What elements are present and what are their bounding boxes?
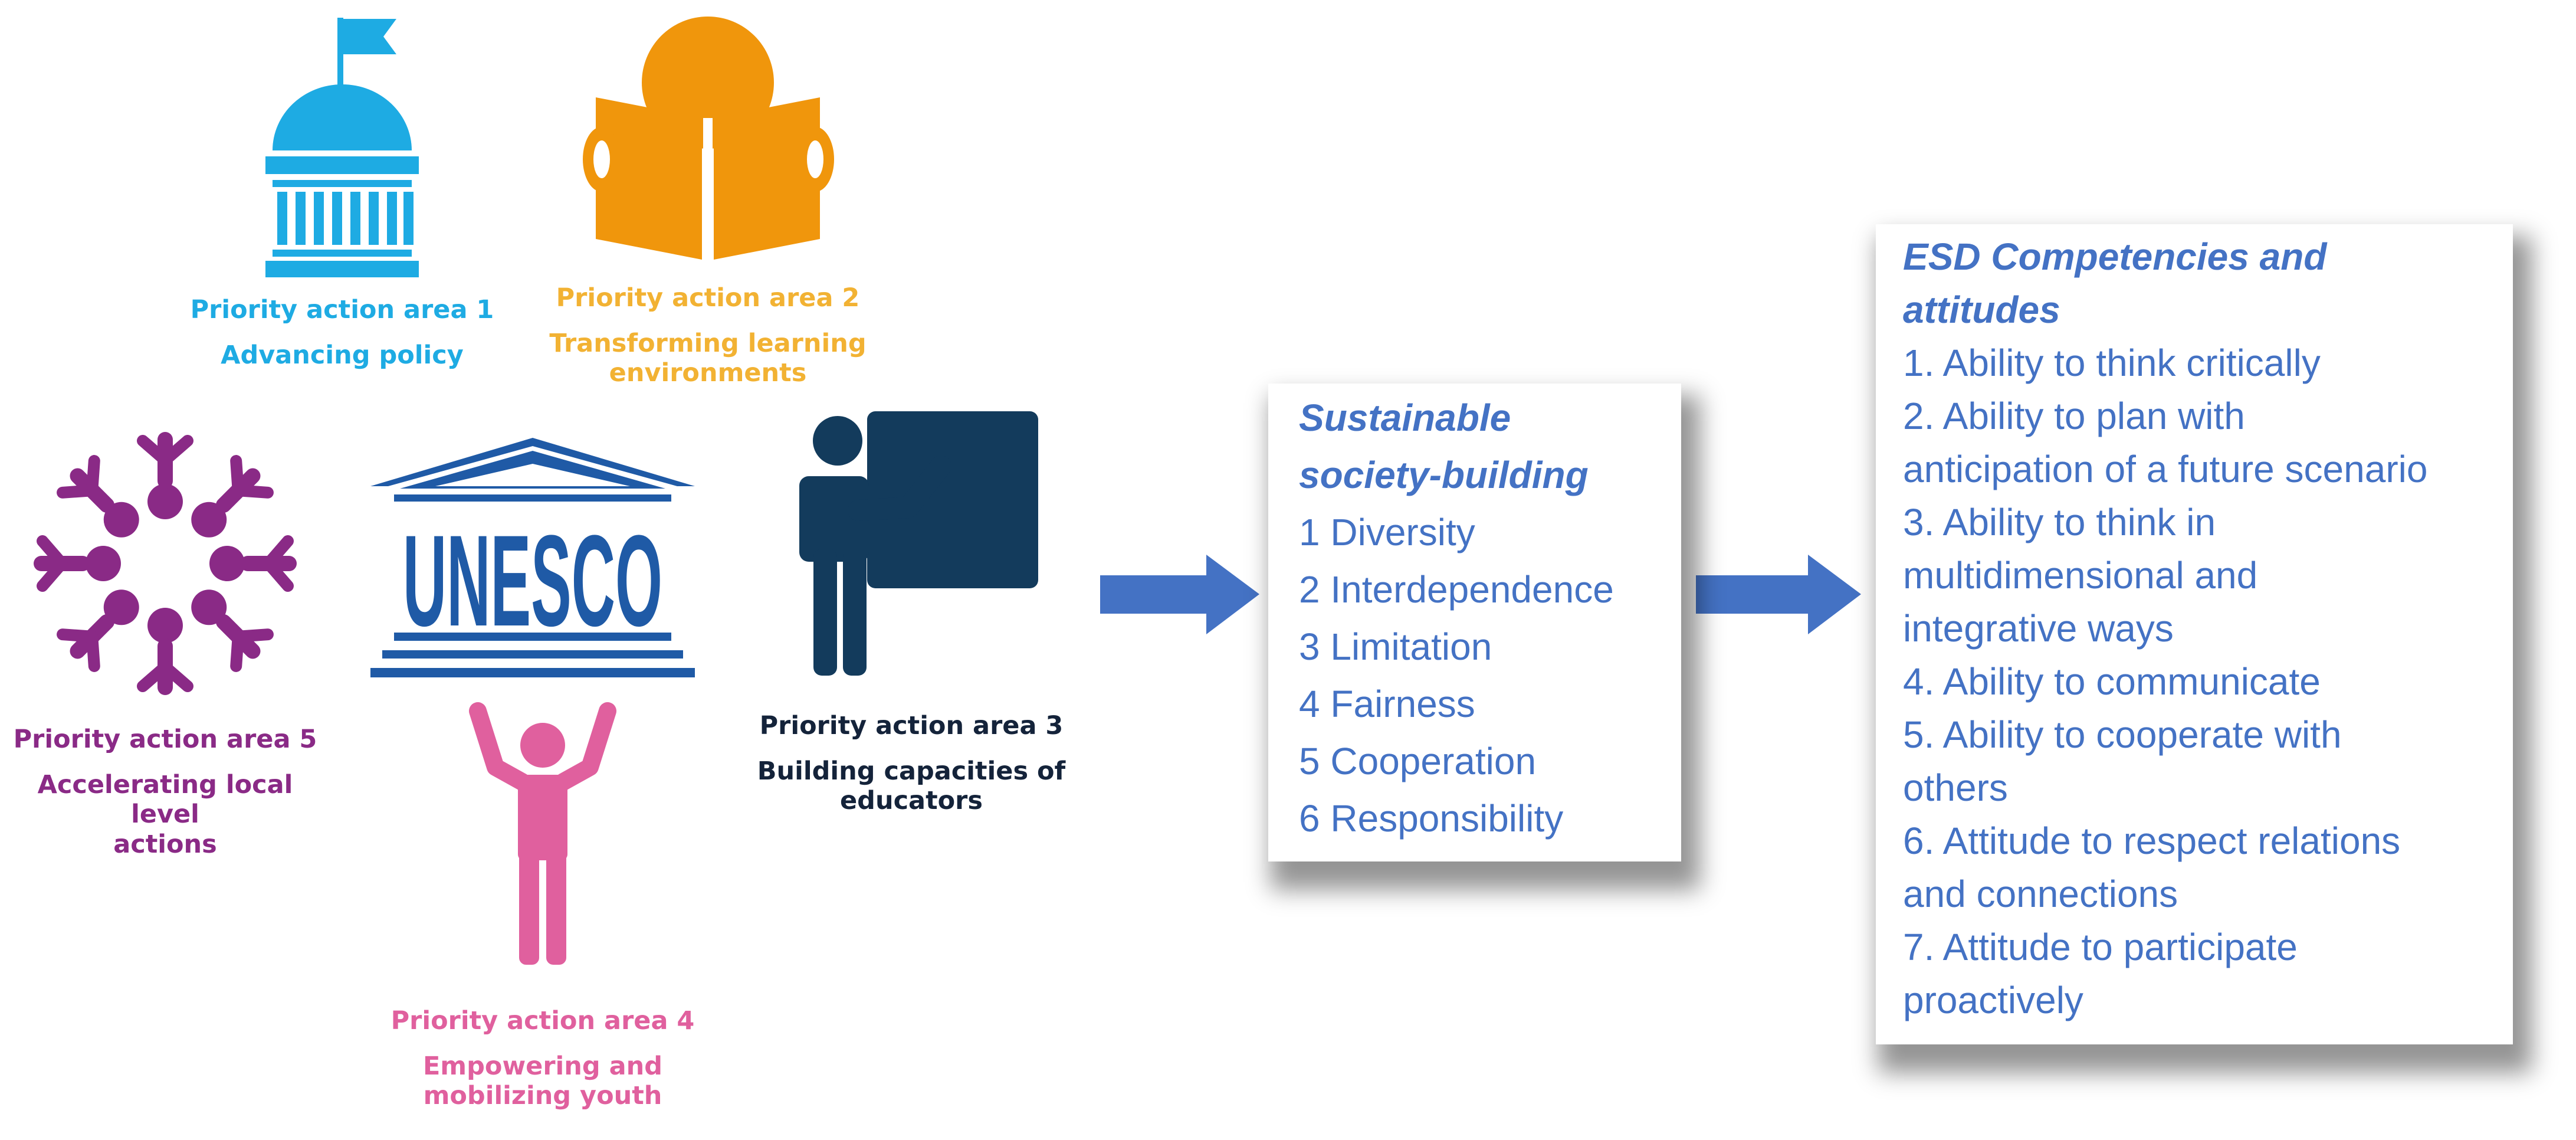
priority-area-5-label: Priority action area 5 Accelerating loca…: [0, 725, 330, 860]
priority-area-2-title: Priority action area 2: [556, 283, 860, 313]
sustainable-heading-line2: society-building: [1299, 454, 1589, 496]
esd-competencies-box: ESD Competencies and attitudes 1. Abilit…: [1876, 224, 2513, 1044]
list-item: integrative ways: [1903, 607, 2174, 650]
priority-area-5-subtitle-line1: Accelerating local level: [37, 769, 293, 830]
priority-area-1-subtitle: Advancing policy: [221, 340, 464, 370]
sustainable-society-box: Sustainable society-building 1 Diversity…: [1268, 384, 1681, 861]
list-item: 1. Ability to think critically: [1903, 342, 2321, 384]
arrow-right-icon: [1696, 555, 1861, 634]
priority-area-5-subtitle-line2: actions: [113, 830, 217, 860]
list-item: multidimensional and: [1903, 554, 2258, 597]
priority-area-4-title: Priority action area 4: [390, 1006, 695, 1036]
priority-area-1-label: Priority action area 1 Advancing policy: [177, 295, 507, 370]
list-item: 2. Ability to plan with: [1903, 395, 2245, 437]
capitol-building-icon: [265, 18, 419, 277]
list-item: 3. Ability to think in: [1903, 501, 2216, 543]
list-item: 4. Ability to communicate: [1903, 660, 2321, 703]
competencies-heading-line1: ESD Competencies and: [1903, 235, 2327, 278]
priority-area-4-subtitle-line2: mobilizing youth: [423, 1081, 662, 1111]
priority-area-5-title: Priority action area 5: [13, 725, 317, 754]
unesco-logo-text: UNESCO: [403, 508, 662, 653]
priority-area-3-subtitle-line2: educators: [840, 786, 983, 816]
priority-area-2-subtitle-line1: Transforming learning: [549, 328, 867, 358]
teacher-board-icon: [799, 411, 1038, 676]
priority-area-4-label: Priority action area 4 Empowering and mo…: [378, 1006, 708, 1111]
youth-person-icon: [469, 702, 616, 965]
competencies-heading-line2: attitudes: [1903, 289, 2060, 331]
list-item: others: [1903, 766, 2008, 809]
list-item: and connections: [1903, 873, 2178, 915]
priority-area-3-label: Priority action area 3 Building capaciti…: [734, 711, 1088, 816]
list-item: 1 Diversity: [1299, 511, 1475, 553]
list-item: anticipation of a future scenario: [1903, 448, 2428, 490]
unesco-logo: UNESCO: [370, 438, 695, 677]
list-item: 6 Responsibility: [1299, 797, 1564, 840]
list-item: 7. Attitude to participate: [1903, 926, 2298, 968]
priority-area-3-title: Priority action area 3: [759, 711, 1064, 741]
list-item: 3 Limitation: [1299, 625, 1492, 668]
community-circle-icon: [34, 432, 297, 695]
arrow-right-icon: [1100, 555, 1259, 634]
priority-area-3-subtitle-line1: Building capacities of: [757, 756, 1066, 786]
list-item: proactively: [1903, 979, 2083, 1021]
priority-area-4-subtitle-line1: Empowering and: [422, 1051, 663, 1081]
sustainable-heading-line1: Sustainable: [1299, 397, 1511, 439]
priority-area-2-label: Priority action area 2 Transforming lear…: [531, 283, 885, 388]
list-item: 5 Cooperation: [1299, 740, 1537, 782]
list-item: 2 Interdependence: [1299, 568, 1614, 611]
reading-book-icon: [583, 17, 834, 260]
priority-area-1-title: Priority action area 1: [190, 295, 494, 325]
list-item: 6. Attitude to respect relations: [1903, 820, 2401, 862]
list-item: 5. Ability to cooperate with: [1903, 713, 2342, 756]
list-item: 4 Fairness: [1299, 683, 1475, 725]
priority-area-2-subtitle-line2: environments: [609, 358, 807, 388]
